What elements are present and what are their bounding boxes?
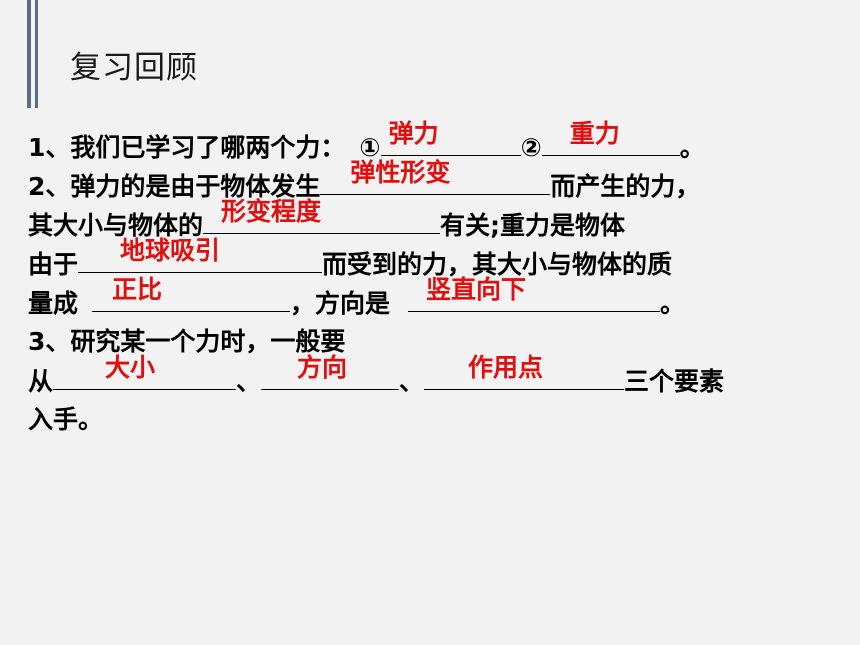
answer-q2-4: 正比 xyxy=(112,275,163,304)
text: 其大小与物体的 xyxy=(28,211,204,240)
text: 2、弹力的是由于物体发生 xyxy=(28,172,321,201)
accent-bar-right xyxy=(35,0,38,108)
text: 量成 xyxy=(28,289,79,318)
blank-q2-1: 弹性形变 xyxy=(320,158,551,195)
question-2-line-1: 2、弹力的是由于物体发生弹性形变 而产生的力， xyxy=(28,158,858,205)
answer-q1-1: 弹力 xyxy=(388,119,439,148)
answer-q1-2: 重力 xyxy=(569,119,620,148)
period: 。 xyxy=(660,289,686,318)
question-2-line-3: 由于 地球吸引 而受到的力，其大小与物体的质 xyxy=(28,236,858,283)
text: 入手。 xyxy=(28,405,104,434)
text: 有关;重力是物体 xyxy=(440,211,626,240)
text: 从 xyxy=(28,367,54,396)
period: 。 xyxy=(679,133,705,162)
question-3-line-1: 3、研究某一个力时，一般要 xyxy=(28,322,858,361)
blank-q2-2: 形变程度 xyxy=(203,197,441,234)
question-2-line-4: 量成 正比 ，方向是 竖直向下 。 xyxy=(28,275,858,322)
blank-q2-4: 正比 xyxy=(92,275,291,312)
question-3-line-3: 入手。 xyxy=(28,400,858,439)
answer-q3-3: 作用点 xyxy=(468,353,544,382)
answer-q2-3: 地球吸引 xyxy=(120,236,221,265)
question-1-text: 1、我们已学习了哪两个力： xyxy=(28,133,346,162)
separator: 、 xyxy=(399,367,425,396)
text: 3、研究某一个力时，一般要 xyxy=(28,327,346,356)
answer-q2-1: 弹性形变 xyxy=(350,158,451,187)
answer-q3-2: 方向 xyxy=(297,353,348,382)
answer-q3-1: 大小 xyxy=(105,353,156,382)
text: 三个要素 xyxy=(624,367,725,396)
marker-2: ② xyxy=(520,133,542,162)
answer-q2-5: 竖直向下 xyxy=(426,275,527,304)
blank-q2-3: 地球吸引 xyxy=(78,236,323,273)
answer-q2-2: 形变程度 xyxy=(221,197,322,226)
text: 而产生的力， xyxy=(550,172,701,201)
blank-q3-2: 方向 xyxy=(261,353,400,390)
question-2-line-2: 其大小与物体的形变程度 有关;重力是物体 xyxy=(28,197,858,244)
blank-q1-2: 重力 xyxy=(541,119,680,156)
slide-title: 复习回顾 xyxy=(70,50,198,86)
marker-1: ① xyxy=(359,133,381,162)
blank-q3-3: 作用点 xyxy=(424,353,625,390)
accent-bar-left xyxy=(27,0,31,108)
text: 由于 xyxy=(28,250,79,279)
text: ，方向是 xyxy=(290,289,391,318)
text: 而受到的力，其大小与物体的质 xyxy=(322,250,673,279)
blank-q3-1: 大小 xyxy=(53,353,237,390)
question-3-line-2: 从 大小 、 方向 、 作用点 三个要素 xyxy=(28,353,858,400)
blank-q2-5: 竖直向下 xyxy=(408,275,661,312)
separator: 、 xyxy=(236,367,262,396)
blank-q1-1: 弹力 xyxy=(380,119,521,156)
